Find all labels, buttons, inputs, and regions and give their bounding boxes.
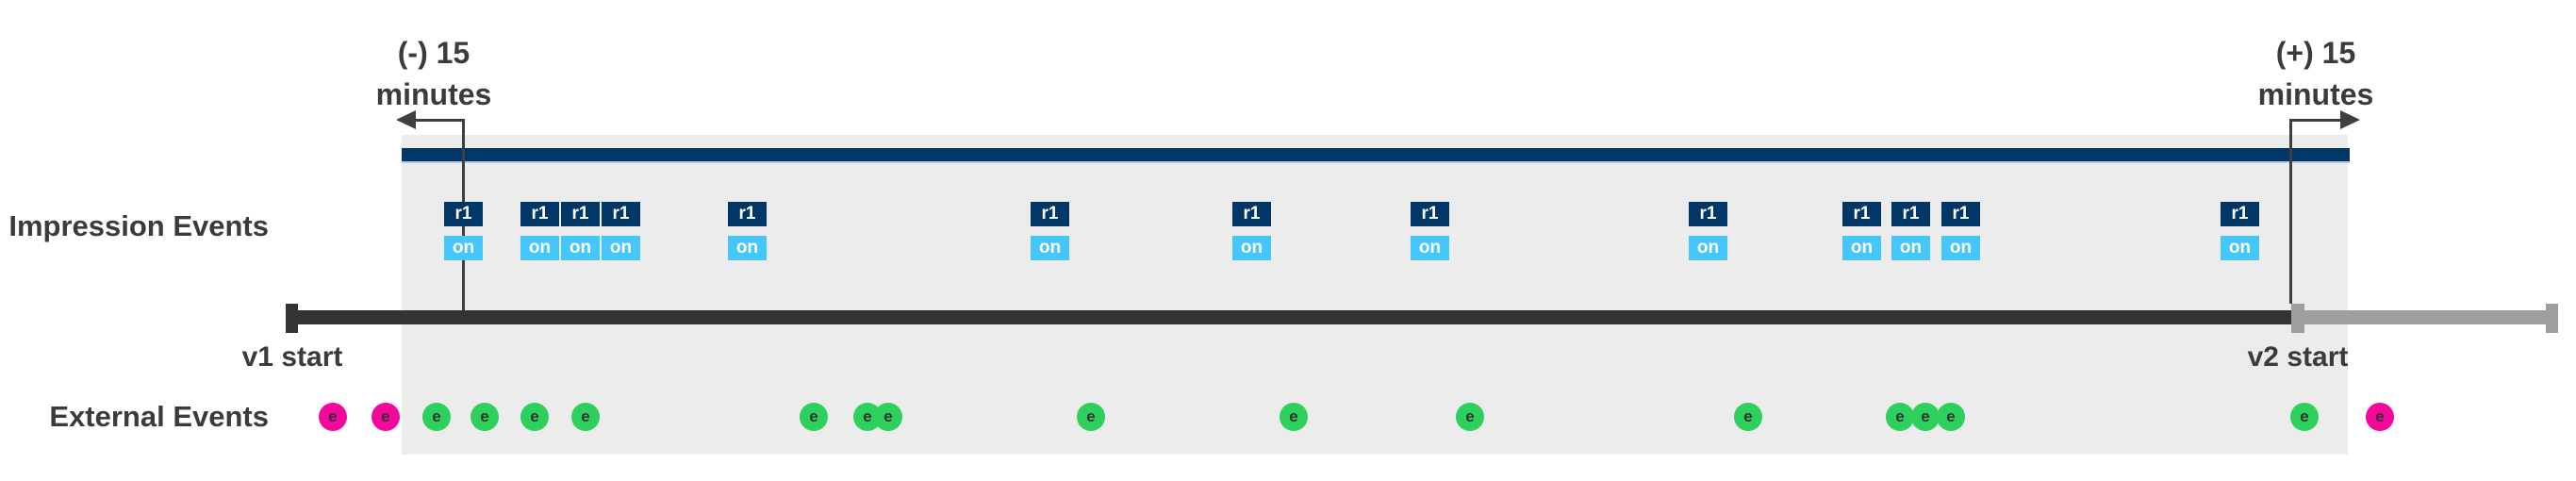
- on-badge: on: [561, 236, 600, 260]
- impression-events-label: Impression Events: [8, 209, 269, 242]
- external-event-dot-green: e: [422, 403, 451, 431]
- impression-event: r1 on: [1689, 202, 1727, 260]
- impression-event: r1 on: [2221, 202, 2259, 260]
- external-event-dot-green: e: [1077, 403, 1105, 431]
- impression-event: r1 on: [520, 202, 559, 260]
- r1-badge: r1: [1689, 202, 1727, 226]
- r1-badge: r1: [520, 202, 559, 226]
- plus-15-label-line1: (+) 15: [2275, 36, 2356, 70]
- on-badge: on: [1842, 236, 1881, 260]
- plus-15-label-line2: minutes: [2257, 77, 2374, 111]
- external-event-dot-pink: e: [2366, 403, 2394, 431]
- on-badge: on: [1411, 236, 1449, 260]
- external-event-dot-green: e: [1886, 403, 1914, 431]
- r1-badge: r1: [728, 202, 767, 226]
- impression-event: r1 on: [1031, 202, 1069, 260]
- r1-badge: r1: [1891, 202, 1930, 226]
- on-badge: on: [1689, 236, 1727, 260]
- external-event-dot-green: e: [1280, 403, 1308, 431]
- arrow-right-icon: [2340, 110, 2360, 129]
- r1-badge: r1: [1031, 202, 1069, 226]
- external-event-dot-pink: e: [319, 403, 347, 431]
- impression-event: r1 on: [1941, 202, 1980, 260]
- v2-start-label: v2 start: [2247, 341, 2349, 373]
- plus-15-arrow-line: [2291, 119, 2344, 122]
- timeline-v2-segment: [2304, 310, 2548, 324]
- arrow-left-icon: [396, 110, 416, 129]
- external-event-dot-green: e: [1456, 403, 1484, 431]
- minus-15-arrow-line: [411, 119, 464, 122]
- impression-event: r1 on: [444, 202, 483, 260]
- minus-15-label-line1: (-) 15: [397, 36, 471, 70]
- external-event-dot-green: e: [1734, 403, 1762, 431]
- impression-event: r1 on: [561, 202, 600, 260]
- on-badge: on: [1941, 236, 1980, 260]
- impression-event: r1 on: [602, 202, 640, 260]
- on-badge: on: [1232, 236, 1271, 260]
- campaign-duration-bar: [402, 148, 2350, 163]
- impression-event: r1 on: [1842, 202, 1881, 260]
- plus-15-label: (+) 15 minutes: [2174, 32, 2457, 115]
- impression-event: r1 on: [1891, 202, 1930, 260]
- external-event-dot-green: e: [1937, 403, 1965, 431]
- r1-badge: r1: [561, 202, 600, 226]
- external-event-dot-green: e: [800, 403, 828, 431]
- impression-event: r1 on: [1411, 202, 1449, 260]
- timeline-end-cap: [2546, 304, 2558, 333]
- on-badge: on: [520, 236, 559, 260]
- impression-event: r1 on: [1232, 202, 1271, 260]
- external-event-dot-green: e: [874, 403, 902, 431]
- on-badge: on: [1891, 236, 1930, 260]
- r1-badge: r1: [1941, 202, 1980, 226]
- r1-badge: r1: [602, 202, 640, 226]
- r1-badge: r1: [1232, 202, 1271, 226]
- on-badge: on: [2221, 236, 2259, 260]
- minus-15-label: (-) 15 minutes: [292, 32, 575, 115]
- on-badge: on: [444, 236, 483, 260]
- timeline-v2-start-cap: [2291, 304, 2304, 333]
- impression-event: r1 on: [728, 202, 767, 260]
- r1-badge: r1: [1411, 202, 1449, 226]
- on-badge: on: [728, 236, 767, 260]
- r1-badge: r1: [2221, 202, 2259, 226]
- observation-window-panel: [402, 135, 2348, 455]
- external-event-dot-pink: e: [372, 403, 400, 431]
- external-events-label: External Events: [49, 400, 269, 433]
- on-badge: on: [1031, 236, 1069, 260]
- timeline-v1-start-cap: [286, 304, 298, 333]
- r1-badge: r1: [444, 202, 483, 226]
- v1-start-label: v1 start: [241, 341, 343, 373]
- external-event-dot-green: e: [1911, 403, 1940, 431]
- on-badge: on: [602, 236, 640, 260]
- external-event-dot-green: e: [520, 403, 549, 431]
- external-event-dot-green: e: [471, 403, 499, 431]
- plus-15-guide-line: [2289, 119, 2292, 304]
- external-event-dot-green: e: [2290, 403, 2319, 431]
- r1-badge: r1: [1842, 202, 1881, 226]
- external-event-dot-green: e: [571, 403, 600, 431]
- timeline-v1-segment: [286, 310, 2292, 324]
- minus-15-label-line2: minutes: [375, 77, 492, 111]
